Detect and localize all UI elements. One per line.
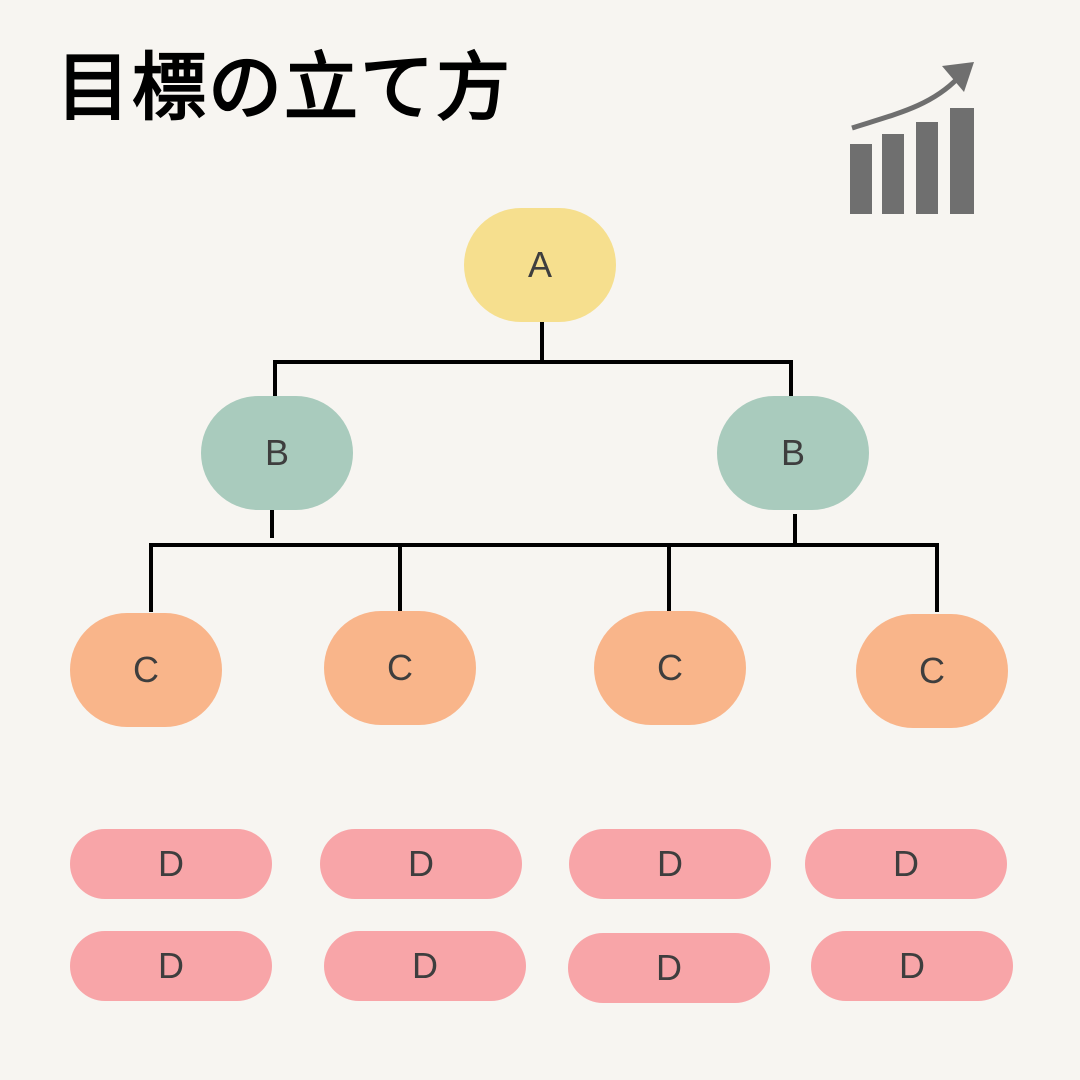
node-label: C (919, 650, 945, 691)
node-label: B (264, 432, 289, 473)
node-label: D (893, 843, 919, 884)
action-node-d: D (324, 931, 526, 1001)
node-label: D (408, 843, 434, 884)
action-node-d: D (805, 829, 1007, 899)
node-label: D (656, 947, 682, 988)
node-label: D (158, 843, 184, 884)
action-node-d: D (568, 933, 770, 1003)
goal-node-c: C (594, 611, 746, 725)
node-label: C (387, 647, 413, 688)
growth-arrow-head (942, 62, 974, 92)
node-label: D (412, 945, 438, 986)
chart-bar (882, 134, 904, 214)
node-label: C (657, 647, 683, 688)
goal-node-c: C (324, 611, 476, 725)
page-title: 目標の立て方 (56, 45, 512, 131)
goal-node-c: C (70, 613, 222, 727)
chart-bar (850, 144, 872, 214)
node-label: D (657, 843, 683, 884)
action-node-d: D (811, 931, 1013, 1001)
node-label: D (158, 945, 184, 986)
action-node-d: D (569, 829, 771, 899)
goal-node-a: A (464, 208, 616, 322)
bar-chart-growth-arrow-icon (850, 62, 974, 214)
node-label: C (133, 649, 159, 690)
action-node-d: D (320, 829, 522, 899)
chart-bar (916, 122, 938, 214)
node-label: A (527, 244, 552, 285)
node-label: D (899, 945, 925, 986)
goal-node-c: C (856, 614, 1008, 728)
chart-bar (950, 108, 974, 214)
growth-arrow-line (851, 76, 960, 131)
action-node-d: D (70, 931, 272, 1001)
node-label: B (780, 432, 805, 473)
goal-node-b: B (717, 396, 869, 510)
goal-node-b: B (201, 396, 353, 510)
action-node-d: D (70, 829, 272, 899)
